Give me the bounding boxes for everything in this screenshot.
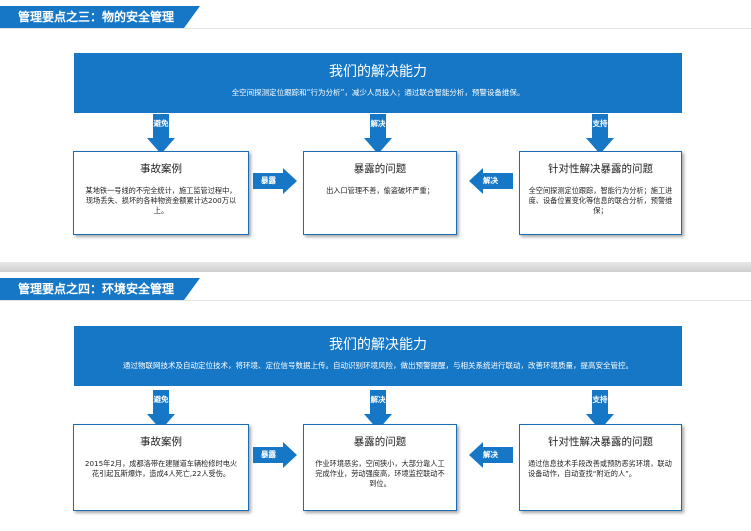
section-title-underline xyxy=(0,28,751,29)
box-body: 全空间探测定位跟踪，智能行为分析；施工进度、设备位置变化等信息的联合分析，预警维… xyxy=(528,186,673,215)
section-environment-safety: 管理要点之四：环境安全管理 我们的解决能力 通过物联网技术及自动定位技术，将环境… xyxy=(0,272,751,531)
down-arrow-solve: 解决 xyxy=(364,390,392,430)
down-arrow-avoid: 避免 xyxy=(147,114,175,154)
arrow-label-solve: 解决 xyxy=(483,176,498,185)
section-divider xyxy=(0,262,751,272)
box-title: 事故案例 xyxy=(140,163,182,175)
box-title: 针对性解决暴露的问题 xyxy=(548,163,653,175)
down-arrow-support: 支持 xyxy=(586,390,614,430)
section-title-underline xyxy=(0,300,751,301)
arrow-label-support: 支持 xyxy=(592,119,608,128)
down-arrow-solve: 解决 xyxy=(364,114,392,154)
targeted-solution-box: 针对性解决暴露的问题 全空间探测定位跟踪，智能行为分析；施工进度、设备位置变化等… xyxy=(519,151,682,235)
banner-title: 我们的解决能力 xyxy=(329,64,427,80)
arrow-label-support: 支持 xyxy=(592,395,608,404)
accident-case-box: 事故案例 某地铁一号线的不完全统计，施工监管过程中，现场丢失、损坏的各种物资金额… xyxy=(73,151,249,235)
down-arrow-support: 支持 xyxy=(586,114,614,154)
exposed-problem-box: 暴露的问题 出入口管理不善，偷盗破坏严重； xyxy=(303,151,457,235)
section-title: 管理要点之四：环境安全管理 xyxy=(0,278,200,300)
right-arrow-expose: 暴露 xyxy=(253,442,297,468)
exposed-problem-box: 暴露的问题 作业环境恶劣，空间狭小，大部分靠人工完成作业，劳动强度高，环境监控联… xyxy=(303,424,457,511)
arrow-label-expose: 暴露 xyxy=(261,176,276,185)
arrow-label-solve: 解决 xyxy=(370,119,386,128)
left-arrow-solve: 解决 xyxy=(469,442,513,468)
down-arrow-avoid: 避免 xyxy=(147,390,175,430)
arrow-label-solve: 解决 xyxy=(483,450,498,459)
left-arrow-solve: 解决 xyxy=(469,168,513,194)
box-title: 针对性解决暴露的问题 xyxy=(548,436,653,448)
box-title: 暴露的问题 xyxy=(353,163,407,175)
solution-banner: 我们的解决能力 全空间探测定位跟踪和“行为分析”，减少人员投入；通过联合智能分析… xyxy=(74,53,682,113)
box-body: 通过信息技术手段改善或预防恶劣环境，联动设备动作，自动查找“附近的人”。 xyxy=(528,459,672,478)
banner-subtitle: 通过物联网技术及自动定位技术，将环境、定位信号数据上传。自动识别环境风险，做出预… xyxy=(123,361,633,370)
box-body: 2015年2月，成都洛带在建隧道车辆检修时电火花引起瓦斯爆炸，造成4人死亡,22… xyxy=(84,459,238,478)
box-title: 事故案例 xyxy=(140,436,182,448)
arrow-label-solve: 解决 xyxy=(370,395,386,404)
arrow-label-avoid: 避免 xyxy=(153,119,169,128)
section-object-safety: 管理要点之三：物的安全管理 我们的解决能力 全空间探测定位跟踪和“行为分析”，减… xyxy=(0,0,751,262)
solution-banner: 我们的解决能力 通过物联网技术及自动定位技术，将环境、定位信号数据上传。自动识别… xyxy=(74,326,682,386)
box-body: 出入口管理不善，偷盗破坏严重； xyxy=(326,186,434,195)
banner-title: 我们的解决能力 xyxy=(329,337,427,353)
banner-subtitle: 全空间探测定位跟踪和“行为分析”，减少人员投入；通过联合智能分析，预警设备维保。 xyxy=(231,88,525,97)
accident-case-box: 事故案例 2015年2月，成都洛带在建隧道车辆检修时电火花引起瓦斯爆炸，造成4人… xyxy=(73,424,249,511)
box-title: 暴露的问题 xyxy=(353,436,407,448)
box-body: 作业环境恶劣，空间狭小，大部分靠人工完成作业，劳动强度高，环境监控联动不到位。 xyxy=(315,459,445,488)
targeted-solution-box: 针对性解决暴露的问题 通过信息技术手段改善或预防恶劣环境，联动设备动作，自动查找… xyxy=(519,424,682,511)
arrow-label-expose: 暴露 xyxy=(261,450,276,459)
right-arrow-expose: 暴露 xyxy=(253,168,297,194)
section-title: 管理要点之三：物的安全管理 xyxy=(0,6,200,28)
box-body: 某地铁一号线的不完全统计，施工监管过程中，现场丢失、损坏的各种物资金额累计达20… xyxy=(85,186,237,215)
arrow-label-avoid: 避免 xyxy=(153,395,169,404)
